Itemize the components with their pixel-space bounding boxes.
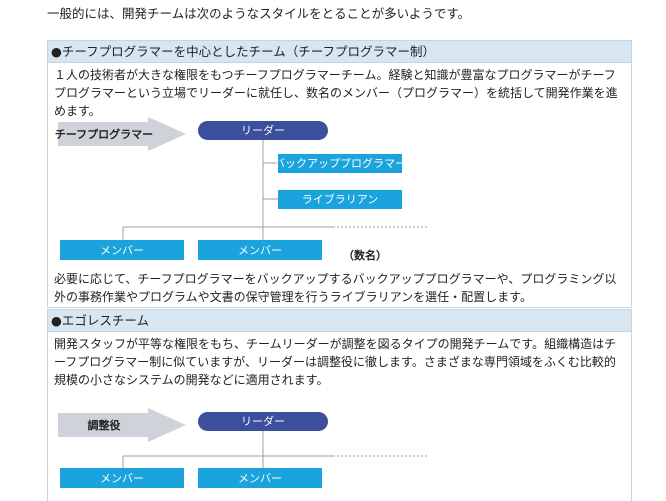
member-box [198, 468, 322, 488]
egoless-team-panel: ●エゴレスチーム 開発スタッフが平等な権限をもち、チームリーダーが調整を図るタイ… [47, 309, 632, 501]
member-label: メンバー [238, 472, 282, 485]
role-arrow-label: 調整役 [88, 418, 121, 432]
backup-programmer-box [278, 154, 402, 173]
member-count-note: （数名） [343, 248, 387, 262]
section-description: １人の技術者が大きな権限をもつチーフプログラマーチーム。経験と知識が豊富なプログ… [54, 68, 618, 118]
backup-programmer-label: バックアッププログラマー [274, 156, 406, 170]
member-label: メンバー [100, 244, 144, 257]
member-box [60, 240, 184, 260]
librarian-box [278, 190, 402, 209]
member-box [198, 240, 322, 260]
intro-text: 一般的には、開発チームは次のようなスタイルをとることが多いようです。 [47, 6, 471, 21]
member-label: メンバー [238, 244, 282, 257]
section-heading: ●エゴレスチーム [48, 310, 631, 332]
leader-box [198, 121, 328, 140]
role-arrow-shape [58, 408, 186, 442]
leader-label: リーダー [241, 414, 285, 428]
leader-box [198, 412, 328, 431]
librarian-label: ライブラリアン [302, 192, 379, 206]
leader-label: リーダー [241, 123, 285, 137]
role-arrow-label: チーフプログラマー [55, 127, 153, 141]
member-box [60, 468, 184, 488]
section-description: 開発スタッフが平等な権限をもち、チームリーダーが調整を図るタイプの開発チームです… [54, 337, 617, 387]
chief-programmer-panel: ●チーフプログラマーを中心としたチーム（チーフプログラマー制） １人の技術者が大… [47, 40, 632, 308]
section-note: 必要に応じて、チーフプログラマーをバックアップするバックアッププログラマーや、プ… [54, 272, 617, 304]
member-label: メンバー [100, 472, 144, 485]
section-heading: ●チーフプログラマーを中心としたチーム（チーフプログラマー制） [48, 41, 631, 63]
chief-team-diagram: チーフプログラマー リーダー バックアッププログラマー ライブラリアン メンバー… [55, 117, 428, 262]
egoless-team-diagram: 調整役 リーダー メンバー メンバー [58, 408, 428, 488]
role-arrow-shape [58, 117, 186, 151]
